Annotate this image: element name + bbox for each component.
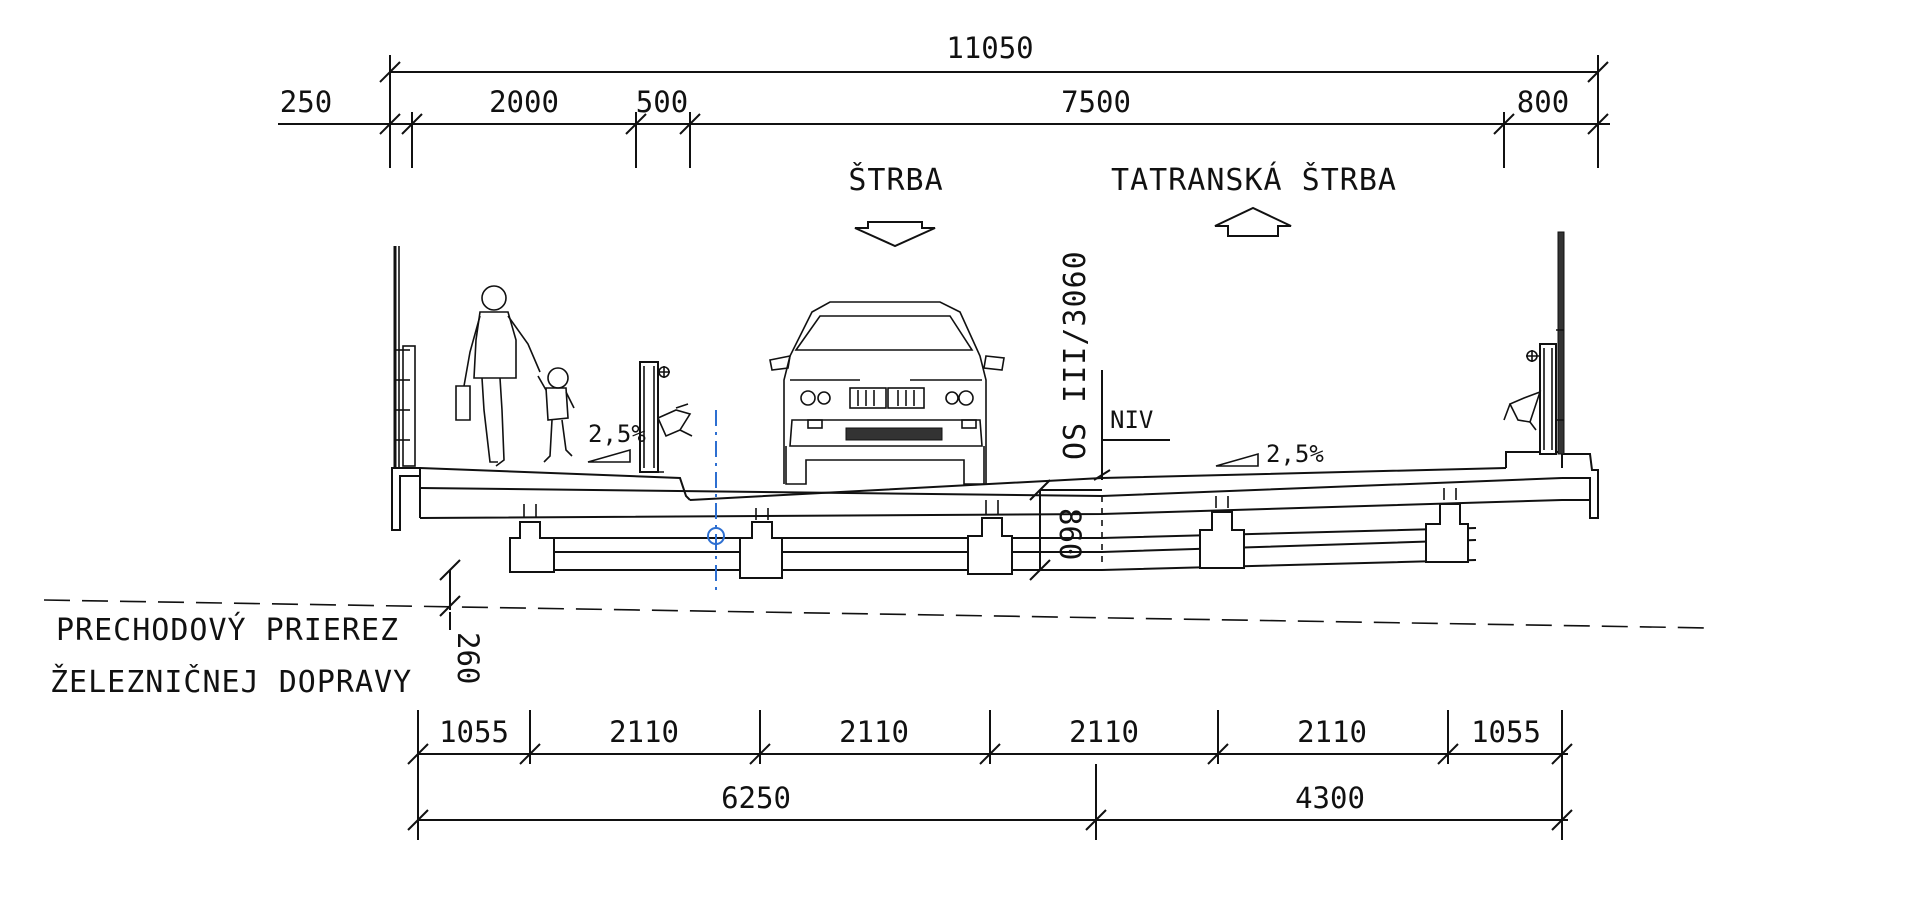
dim-right-edge: 800 [1517,85,1569,119]
centerline [707,410,725,596]
slope-triangle-left-icon [587,448,631,463]
dim-sidewalk: 2000 [489,85,559,119]
dim-overall-width: 11050 [946,31,1033,65]
slope-markers: 2,5% 2,5% [587,420,1324,468]
dim-depth: 860 [1053,508,1087,560]
direction-label-strba: ŠTRBA [848,161,943,198]
slope-right: 2,5% [1266,440,1324,468]
dim-barrier: 500 [636,85,688,119]
rail-clearance-profile: 260 PRECHODOVÝ PRIEREZ ŽELEZNIČNEJ DOPRA… [43,559,1711,700]
pedestrians-woman-and-child-icon [455,285,575,467]
dim-segment-2: 2110 [609,715,679,749]
dim-segment-4: 2110 [1069,715,1139,749]
top-dimension-chain: 11050 250 2000 500 7500 800 [278,31,1610,168]
girders [509,488,1469,579]
rail-profile-label-line1: PRECHODOVÝ PRIEREZ [56,612,399,648]
dim-roadway: 7500 [1061,85,1131,119]
left-safety-barrier [639,361,693,473]
dim-right-total: 4300 [1295,781,1365,815]
arrow-down-icon [854,221,936,248]
dim-left-edge: 250 [280,85,332,119]
slope-triangle-right-icon [1215,452,1259,467]
bottom-dimension-chain: 1055 2110 2110 2110 2110 1055 6250 4300 [407,710,1573,840]
direction-label-tatranska-strba: TATRANSKÁ ŠTRBA [1111,161,1397,198]
right-safety-barrier [1503,231,1565,455]
clearance-annotation: OS III/3060 NIV 860 [1029,250,1170,581]
slope-left: 2,5% [588,420,646,448]
car-front-view-icon [769,301,1005,485]
dim-segment-5: 2110 [1297,715,1367,749]
niv-label: NIV [1110,406,1153,434]
traffic-directions: ŠTRBA TATRANSKÁ ŠTRBA [848,161,1397,248]
dim-segment-6: 1055 [1471,715,1541,749]
arrow-up-icon [1214,206,1292,237]
dim-left-total: 6250 [721,781,791,815]
road-label-os: OS III/3060 [1058,250,1093,460]
dim-rail-gap: 260 [451,632,485,684]
dim-segment-3: 2110 [839,715,909,749]
rail-profile-label-line2: ŽELEZNIČNEJ DOPRAVY [50,663,412,700]
dim-segment-1: 1055 [439,715,509,749]
